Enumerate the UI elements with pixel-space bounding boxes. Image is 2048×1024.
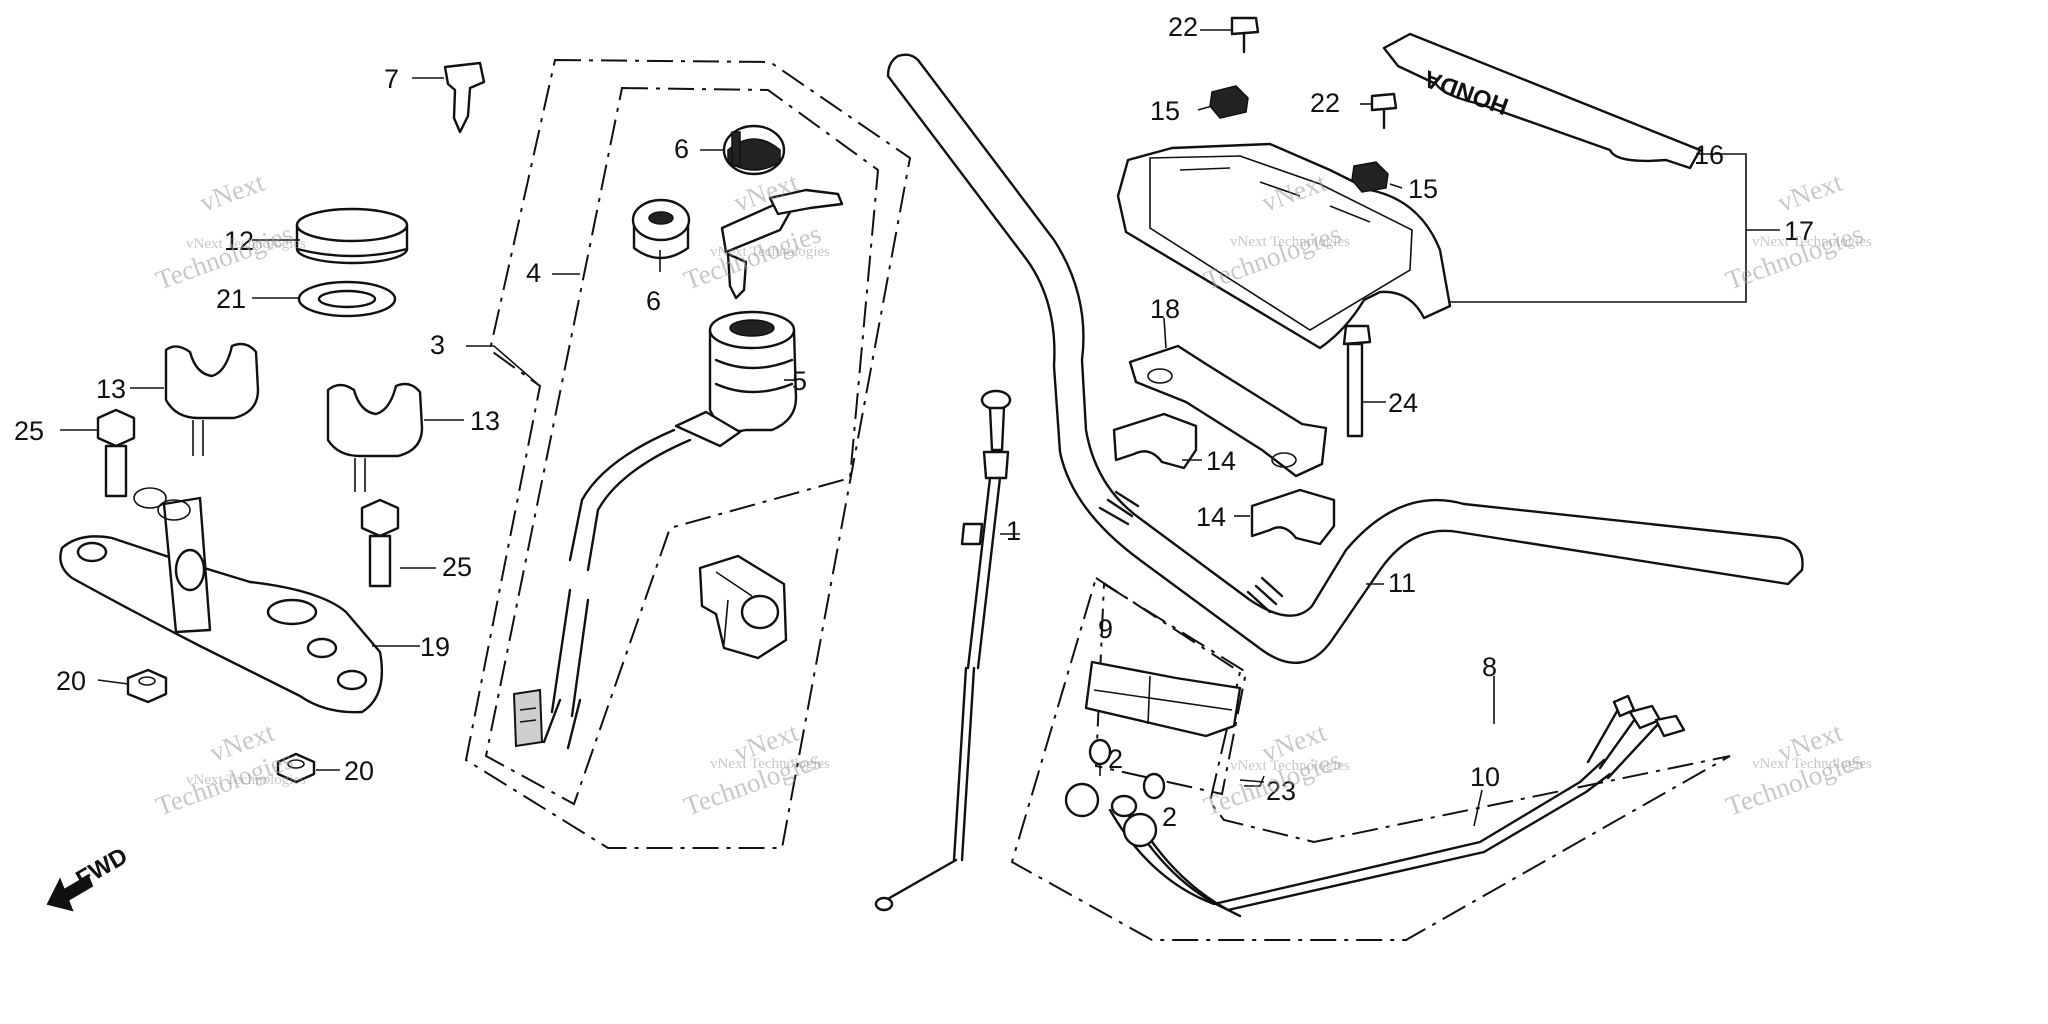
- callout-14-upper: 14: [1206, 446, 1236, 476]
- callout-11: 11: [1388, 568, 1416, 598]
- callout-20-upper: 20: [56, 666, 86, 696]
- part-bulb-2: [1142, 772, 1166, 800]
- part-bulb-1: [1088, 738, 1112, 776]
- part-key-blank: [443, 61, 486, 134]
- svg-text:vNext Technologies: vNext Technologies: [186, 236, 306, 252]
- part-lower-holder-2: [1250, 488, 1336, 546]
- part-bolt-right: [360, 498, 400, 588]
- callout-4: 4: [526, 258, 541, 288]
- group-frame-wiring: [1010, 576, 1731, 941]
- callout-7: 7: [384, 64, 399, 94]
- part-connector: [512, 688, 544, 748]
- part-switch-body: [542, 310, 798, 750]
- part-upper-holder-left: [164, 342, 260, 456]
- svg-text:vNext Technologies: vNext Technologies: [186, 772, 306, 788]
- callout-22-lower: 22: [1310, 88, 1340, 118]
- callout-17: 17: [1784, 216, 1814, 246]
- part-washer: [297, 280, 397, 318]
- callout-13-right: 13: [470, 406, 500, 436]
- fwd-label: FWD: [72, 842, 133, 893]
- part-rubber-1: [1209, 85, 1249, 119]
- part-mount-bracket: [59, 487, 384, 714]
- svg-text:vNext Technologies: vNext Technologies: [710, 244, 830, 260]
- part-bolt-left: [96, 408, 136, 498]
- svg-text:vNext Technologies: vNext Technologies: [1230, 758, 1350, 774]
- part-screw-1: [1230, 16, 1260, 54]
- part-indicator-panel: [1084, 660, 1242, 738]
- watermarks: vNext Technologies vNext Technologies vN…: [152, 167, 1872, 822]
- callout-22-upper: 22: [1168, 12, 1198, 42]
- part-cap-small-2: [631, 198, 691, 260]
- svg-text:vNext: vNext: [1774, 167, 1847, 218]
- callout-21: 21: [216, 284, 246, 314]
- part-lower-holder-1: [1112, 412, 1198, 470]
- callout-10: 10: [1470, 762, 1500, 792]
- callout-18: 18: [1150, 294, 1180, 324]
- watermark-6: vNext Technologies vNext Technologies: [680, 717, 830, 822]
- part-meter-bracket: [1128, 344, 1328, 478]
- part-cable: [874, 389, 1012, 912]
- part-nut-1: [126, 668, 168, 704]
- callout-5: 5: [792, 366, 807, 396]
- callout-8: 8: [1482, 652, 1497, 682]
- part-cap: [295, 207, 409, 265]
- callout-19: 19: [420, 632, 450, 662]
- part-keys: [720, 188, 844, 300]
- svg-text:vNext Technologies: vNext Technologies: [1230, 234, 1350, 250]
- callout-9: 9: [1098, 614, 1113, 644]
- callout-24: 24: [1388, 388, 1418, 418]
- leader-lines: [60, 29, 1780, 827]
- svg-text:vNext Technologies: vNext Technologies: [710, 756, 830, 772]
- part-nut-2: [276, 752, 316, 784]
- part-meter-housing: [1116, 142, 1452, 350]
- group-frame-inner: [484, 86, 880, 806]
- fwd-arrow: FWD: [46, 842, 133, 912]
- callout-1: 1: [1006, 516, 1021, 546]
- part-screw-2: [1370, 92, 1398, 130]
- watermark-5: vNext Technologies vNext Technologies: [152, 717, 306, 822]
- svg-text:vNext Technologies: vNext Technologies: [1752, 234, 1872, 250]
- callout-6-lower: 6: [646, 286, 661, 316]
- callout-15-left: 15: [1150, 96, 1180, 126]
- part-meter-cover: HONDA: [1382, 32, 1702, 170]
- group-frame-outer: [464, 58, 912, 849]
- part-wire-harness: [1064, 694, 1686, 918]
- callout-15-right: 15: [1408, 174, 1438, 204]
- part-rubber-2: [1351, 161, 1389, 193]
- callout-14-lower: 14: [1196, 502, 1226, 532]
- watermark-8: vNext Technologies vNext Technologies: [1722, 717, 1872, 822]
- callout-6-upper: 6: [674, 134, 689, 164]
- svg-text:vNext: vNext: [196, 167, 269, 218]
- callout-2-upper: 2: [1108, 744, 1123, 774]
- callout-20-lower: 20: [344, 756, 374, 786]
- callout-12: 12: [224, 226, 254, 256]
- callout-13-left: 13: [96, 374, 126, 404]
- callout-25-left: 25: [14, 416, 44, 446]
- part-lock-assembly: [698, 554, 788, 660]
- callout-16: 16: [1694, 140, 1724, 170]
- callout-2-lower: 2: [1162, 802, 1177, 832]
- svg-text:vNext Technologies: vNext Technologies: [1752, 756, 1872, 772]
- part-upper-holder-right: [326, 382, 424, 492]
- callout-labels: 1 2 2 3 4 5 6 6 7 8 9 10 11 12 13 13 14 …: [14, 12, 1814, 832]
- part-handlebar: [886, 53, 1804, 664]
- part-bolt-long: [1342, 324, 1372, 438]
- callout-3: 3: [430, 330, 445, 360]
- part-cap-small-1: [722, 124, 786, 176]
- callout-23: 23: [1266, 776, 1296, 806]
- callout-25-right: 25: [442, 552, 472, 582]
